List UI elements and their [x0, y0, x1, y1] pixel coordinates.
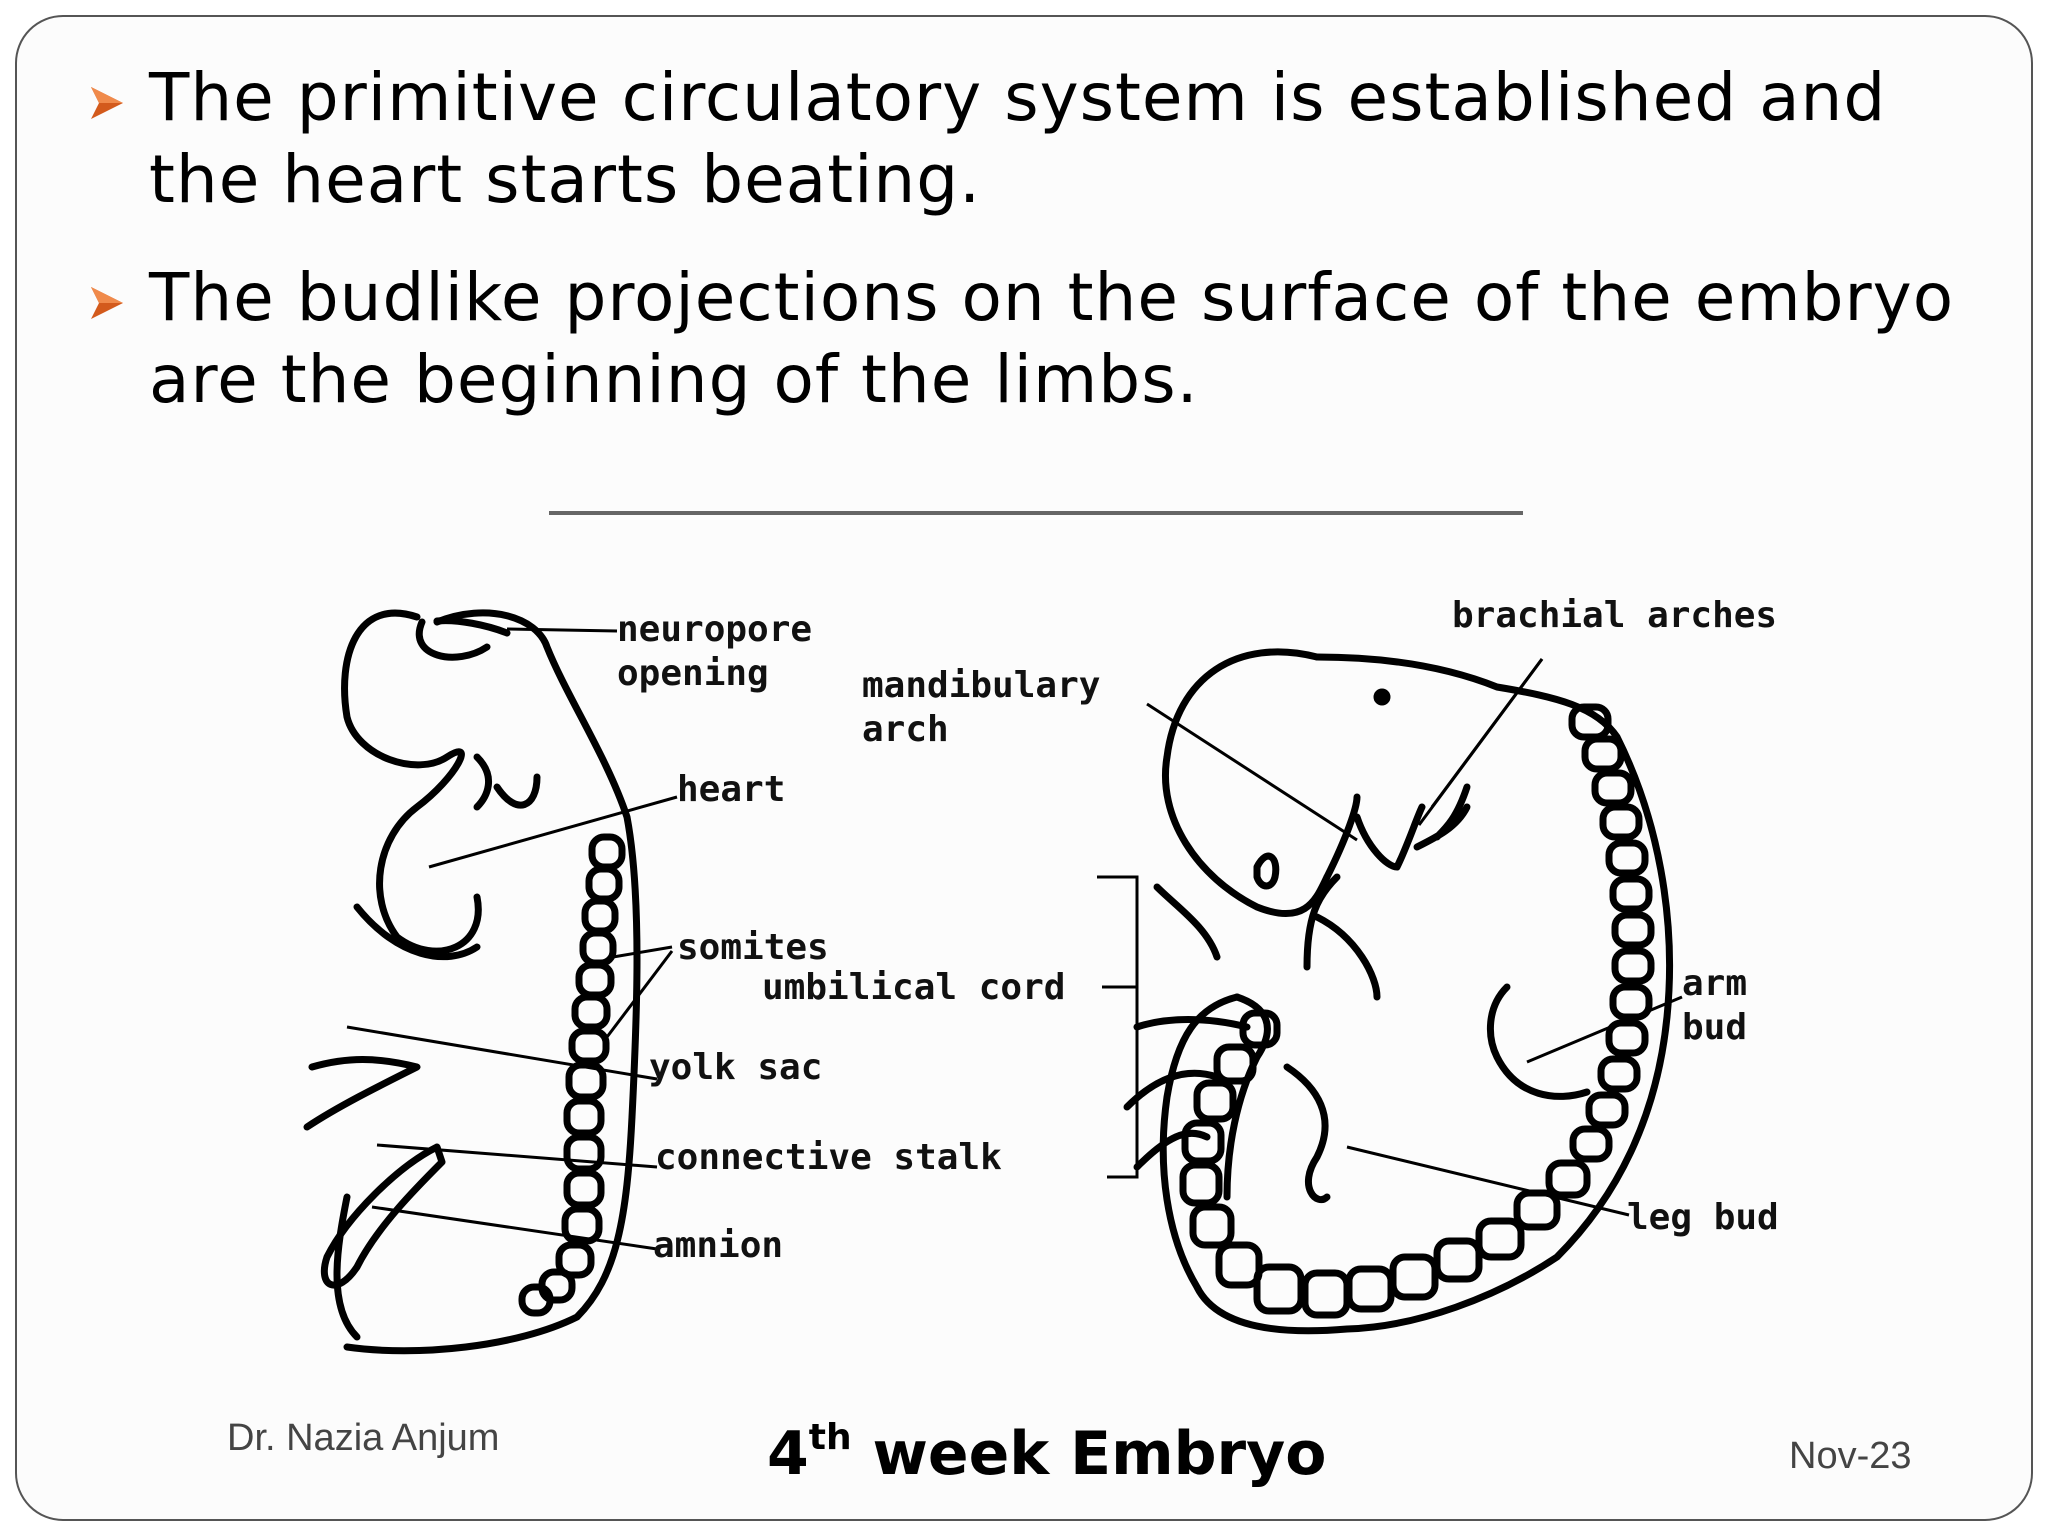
caption-number: 4	[767, 1419, 809, 1489]
left-jaw-curve	[493, 773, 541, 809]
right-jaw	[1323, 793, 1426, 881]
arrow-bullet-icon	[91, 87, 123, 119]
label-neuropore: neuropore	[617, 609, 812, 650]
bullet-line: are the beginning of the limbs.	[149, 341, 1199, 418]
right-arches	[1413, 783, 1471, 851]
arrow-bullet-icon	[91, 287, 123, 319]
left-amnion-fold	[320, 1143, 446, 1289]
right-cord-strand-4	[1133, 1129, 1211, 1171]
label-arm: arm	[1682, 963, 1747, 1004]
left-embryo-body	[343, 609, 641, 1355]
right-embryo-back	[1159, 653, 1674, 1335]
bullet-item: The primitive circulatory system is esta…	[77, 57, 1997, 221]
bullet-line: the heart starts beating.	[149, 141, 982, 218]
left-embryo-head-curve	[416, 618, 491, 661]
left-embryo-outline	[341, 609, 482, 955]
left-somites	[518, 833, 626, 1317]
slide: The primitive circulatory system is esta…	[15, 15, 2033, 1521]
right-embryo-head	[1162, 648, 1331, 917]
divider-line	[549, 511, 1523, 515]
bullet-line: The primitive circulatory system is esta…	[149, 59, 1887, 136]
left-fold-1	[353, 903, 481, 961]
bullet-text: The budlike projections on the surface o…	[149, 257, 1997, 421]
left-bottom-curve	[333, 1193, 361, 1341]
footer-author: Dr. Nazia Anjum	[227, 1417, 500, 1459]
right-cord-strand-2	[1133, 1016, 1251, 1031]
right-arm-bud	[1486, 983, 1591, 1100]
right-leg-bud	[1283, 1063, 1331, 1203]
footer-date: Nov-23	[1789, 1435, 1912, 1477]
embryo-diagram: neuropore opening heart somites umbilica…	[303, 595, 1779, 1355]
left-inner-curve	[473, 753, 493, 811]
caption-text: week Embryo	[851, 1419, 1327, 1489]
right-cord-strand-3	[1123, 1069, 1221, 1111]
left-fold-2	[303, 1056, 421, 1131]
right-neck	[1303, 873, 1381, 1001]
right-eye-icon	[1373, 688, 1391, 706]
label-mandibulary: mandibulary	[862, 665, 1100, 706]
label-neuropore-opening: opening	[617, 653, 769, 694]
figure-caption: 4th week Embryo	[767, 1419, 1326, 1489]
label-amnion: amnion	[653, 1225, 783, 1266]
caption-superscript: th	[808, 1417, 852, 1458]
label-somites: somites	[677, 927, 829, 968]
bullet-list: The primitive circulatory system is esta…	[77, 57, 1997, 457]
label-mandibulary-arch: arch	[862, 709, 949, 750]
right-cord-strand-1	[1153, 883, 1221, 961]
label-brachial-arches: brachial arches	[1452, 595, 1777, 636]
label-connective-stalk: connective stalk	[655, 1137, 1002, 1178]
right-somites	[1179, 703, 1655, 1319]
label-heart: heart	[677, 769, 785, 810]
label-leg-bud: leg bud	[1627, 1197, 1779, 1238]
label-umbilical-cord: umbilical cord	[762, 967, 1065, 1008]
bullet-item: The budlike projections on the surface o…	[77, 257, 1997, 421]
bullet-text: The primitive circulatory system is esta…	[149, 57, 1997, 221]
left-neuropore	[433, 617, 511, 637]
label-arm-bud: bud	[1682, 1007, 1747, 1048]
right-eye-small	[1253, 852, 1280, 890]
label-yolk-sac: yolk sac	[649, 1047, 822, 1088]
bullet-line: The budlike projections on the surface o…	[149, 259, 1955, 336]
